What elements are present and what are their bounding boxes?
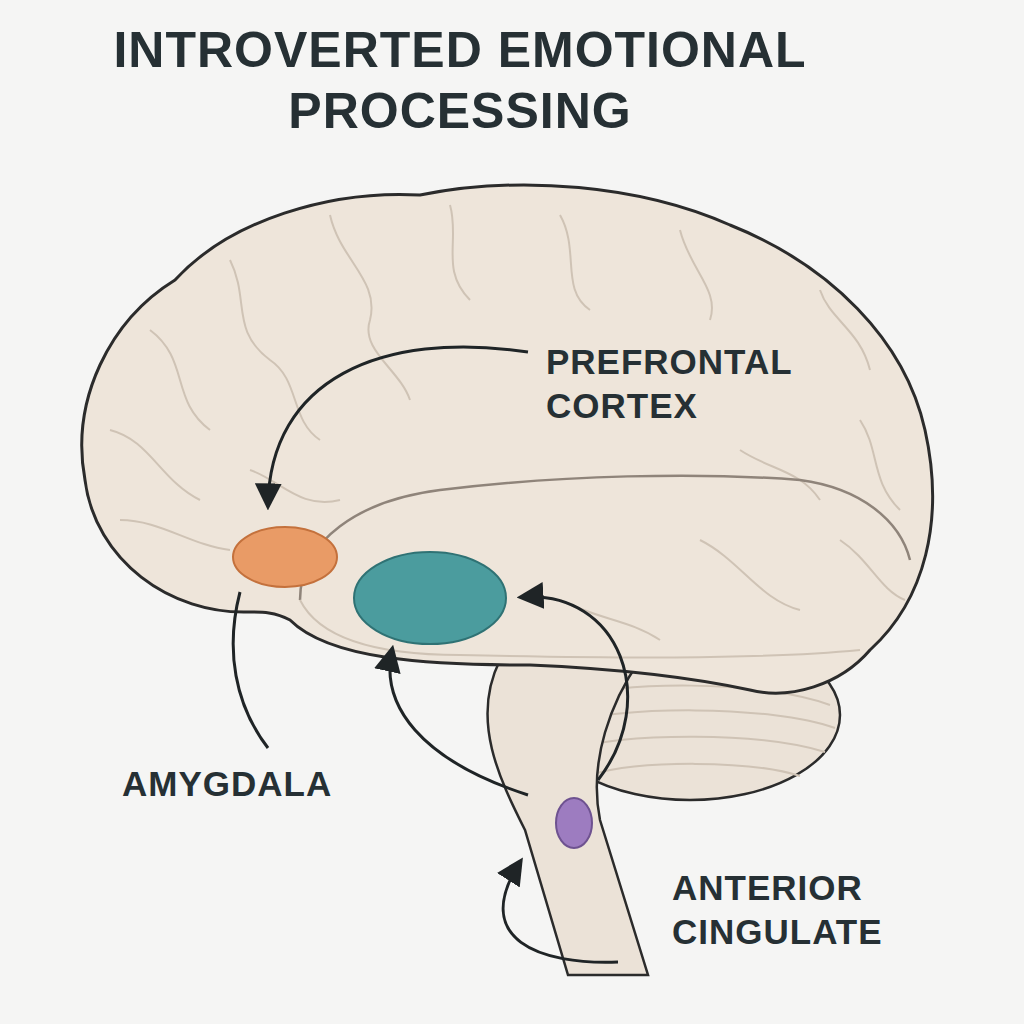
brainstem bbox=[487, 660, 648, 975]
region-label: PREFRONTAL CORTEX bbox=[540, 338, 842, 430]
arrow bbox=[268, 347, 528, 505]
arrow bbox=[522, 597, 628, 780]
prefrontal-region bbox=[354, 552, 506, 644]
region-label: ANTERIOR CINGULATE bbox=[672, 866, 962, 954]
amygdala-region bbox=[233, 527, 337, 587]
arrow bbox=[390, 650, 528, 795]
leader-line bbox=[233, 592, 268, 748]
diagram-title: INTROVERTED EMOTIONAL PROCESSING bbox=[40, 20, 880, 142]
arrow bbox=[503, 862, 618, 962]
sulci bbox=[110, 205, 905, 640]
cerebrum bbox=[82, 185, 933, 693]
region-label: AMYGDALA bbox=[122, 762, 332, 806]
cingulate-region bbox=[556, 798, 592, 848]
